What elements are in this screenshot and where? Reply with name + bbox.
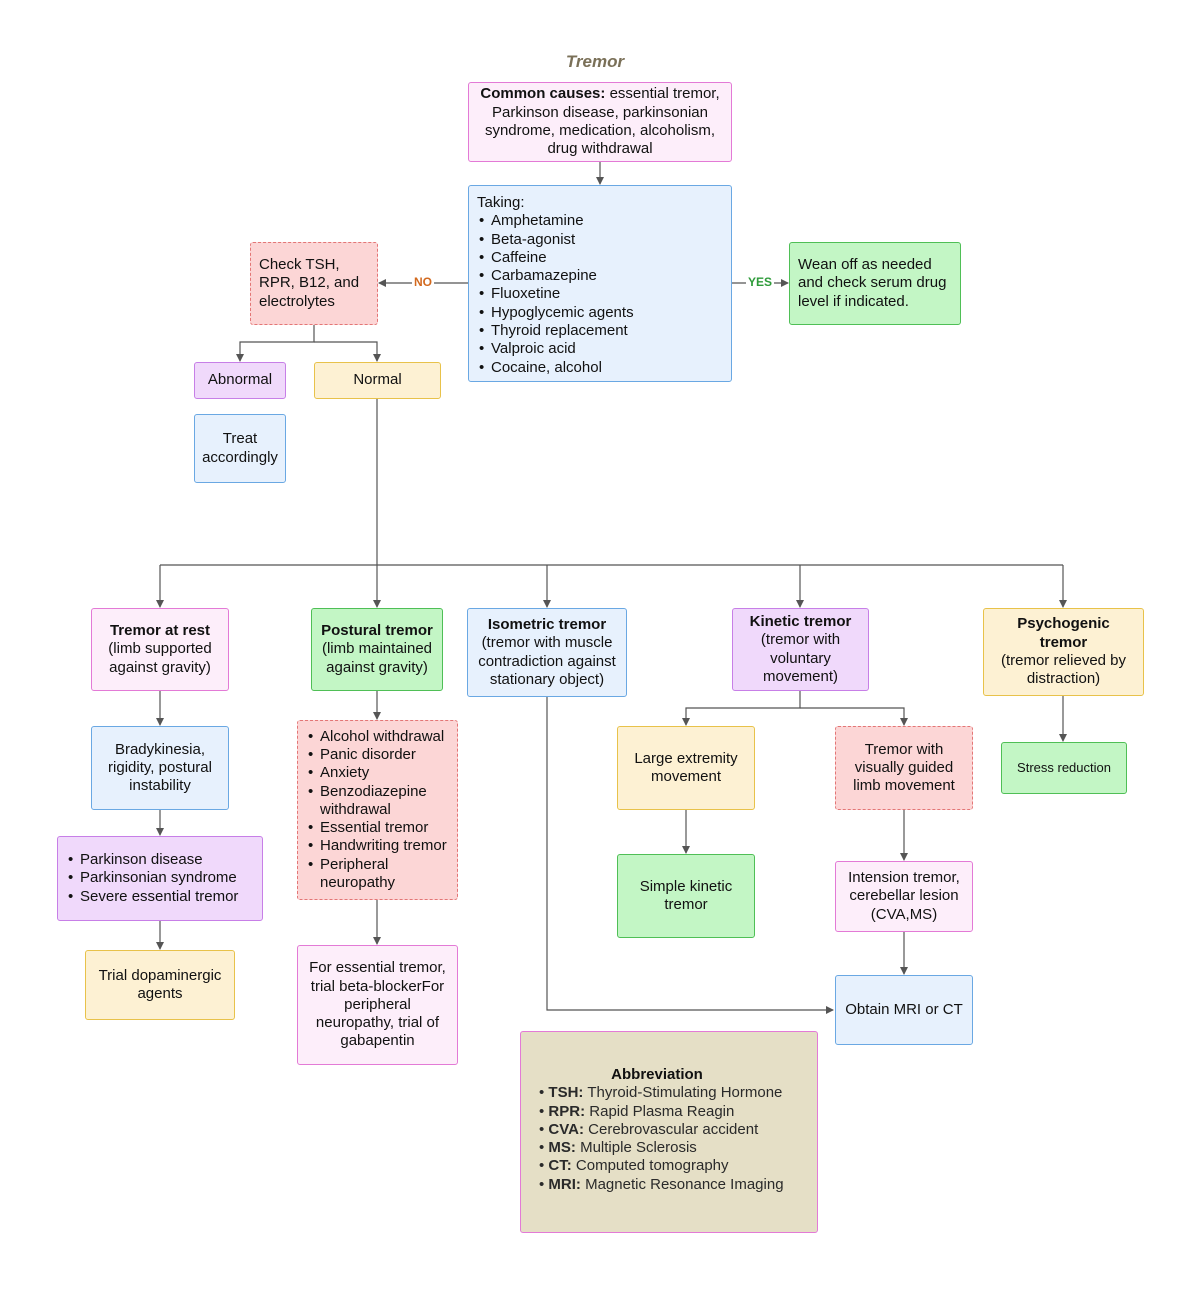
rest-signs-box: Bradykinesia, rigidity, postural instabi… <box>91 726 229 810</box>
list-item: Cocaine, alcohol <box>479 359 634 378</box>
psychogenic-tremor-box: Psychogenic tremor (tremor relieved by d… <box>983 608 1144 696</box>
large-extremity-box: Large extremity movement <box>617 726 755 810</box>
dopaminergic-box: Trial dopaminergic agents <box>85 950 235 1020</box>
simple-kinetic-text: Simple kinetic tremor <box>639 877 733 913</box>
stress-reduction-box: Stress reduction <box>1001 742 1127 794</box>
list-item: Carbamazepine <box>479 267 634 286</box>
list-item: Peripheral neuropathy <box>308 856 449 893</box>
common-causes-box: Common causes: essential tremor, Parkins… <box>468 82 732 162</box>
list-item: Hypoglycemic agents <box>479 304 634 323</box>
taking-heading: Taking: <box>477 194 525 211</box>
abbreviation-item: • MS: Multiple Sclerosis <box>539 1139 697 1157</box>
list-item: Severe essential tremor <box>68 888 238 907</box>
abbr-def: Cerebrovascular accident <box>588 1120 759 1138</box>
kinetic-tremor-box: Kinetic tremor (tremor with voluntary mo… <box>732 608 869 691</box>
treat-accordingly-box: Treat accordingly <box>194 414 286 483</box>
list-item: Benzodiazepine withdrawal <box>308 783 449 820</box>
abbr-term: RPR: <box>548 1102 586 1120</box>
list-item: Panic disorder <box>308 746 449 765</box>
isometric-sub: (tremor with muscle contradiction agains… <box>478 634 616 688</box>
abbr-def: Thyroid-Stimulating Hormone <box>587 1084 783 1102</box>
common-causes-body: essential tremor, Parkinson disease, par… <box>484 85 720 158</box>
postural-treatment-box: For essential tremor, trial beta-blocker… <box>297 945 458 1065</box>
abbr-term: MS: <box>548 1139 576 1157</box>
simple-kinetic-box: Simple kinetic tremor <box>617 854 755 938</box>
list-item: Handwriting tremor <box>308 837 449 856</box>
visually-guided-text: Tremor with visually guided limb movemen… <box>853 740 955 795</box>
list-item: Alcohol withdrawal <box>308 728 449 747</box>
kinetic-sub: (tremor with voluntary movement) <box>760 631 841 685</box>
postural-treatment-text: For essential tremor, trial beta-blocker… <box>309 959 446 1050</box>
stress-reduction-text: Stress reduction <box>1017 759 1111 775</box>
psychogenic-heading: Psychogenic tremor <box>1017 615 1110 651</box>
rest-sub: (limb supported against gravity) <box>108 640 212 676</box>
list-item: Essential tremor <box>308 819 449 838</box>
tremor-at-rest-box: Tremor at rest (limb supported against g… <box>91 608 229 691</box>
rest-signs-text: Bradykinesia, rigidity, postural instabi… <box>108 740 212 795</box>
abbr-def: Magnetic Resonance Imaging <box>585 1175 784 1193</box>
abbr-def: Computed tomography <box>575 1157 729 1175</box>
obtain-mri-text: Obtain MRI or CT <box>845 1000 963 1018</box>
postural-tremor-box: Postural tremor (limb maintained against… <box>311 608 443 691</box>
abbreviation-item: • MRI: Magnetic Resonance Imaging <box>539 1175 784 1193</box>
abbreviation-item: • RPR: Rapid Plasma Reagin <box>539 1102 735 1120</box>
abbr-def: Rapid Plasma Reagin <box>589 1102 735 1120</box>
list-item: Anxiety <box>308 764 449 783</box>
postural-causes-list: Alcohol withdrawal Panic disorder Anxiet… <box>306 728 449 893</box>
postural-sub: (limb maintained against gravity) <box>321 640 433 676</box>
wean-off-box: Wean off as needed and check serum drug … <box>789 242 961 325</box>
check-tsh-box: Check TSH, RPR, B12, and electrolytes <box>250 242 378 325</box>
treat-text: Treat accordingly <box>202 430 278 466</box>
obtain-mri-box: Obtain MRI or CT <box>835 975 973 1045</box>
abnormal-text: Abnormal <box>207 371 273 389</box>
rest-heading: Tremor at rest <box>109 622 211 640</box>
wean-off-text: Wean off as needed and check serum drug … <box>798 256 947 310</box>
psychogenic-sub: (tremor relieved by distraction) <box>1000 652 1127 688</box>
abbr-term: MRI: <box>548 1175 581 1193</box>
abbr-def: Multiple Sclerosis <box>580 1139 697 1157</box>
abbr-term: CVA: <box>548 1120 584 1138</box>
abbreviation-item: • CT: Computed tomography <box>539 1157 729 1175</box>
intension-text: Intension tremor, cerebellar lesion (CVA… <box>848 869 960 923</box>
kinetic-heading: Kinetic tremor <box>749 612 852 630</box>
check-tsh-text: Check TSH, RPR, B12, and electrolytes <box>259 256 360 310</box>
list-item: Caffeine <box>479 249 634 268</box>
list-item: Fluoxetine <box>479 285 634 304</box>
abbr-term: CT: <box>548 1157 572 1175</box>
abbreviation-list: • TSH: Thyroid-Stimulating Hormone • RPR… <box>529 1084 784 1194</box>
abbreviation-box: Abbreviation • TSH: Thyroid-Stimulating … <box>520 1031 818 1233</box>
rest-causes-box: Parkinson disease Parkinsonian syndrome … <box>57 836 263 921</box>
list-item: Valproic acid <box>479 340 634 359</box>
list-item: Parkinsonian syndrome <box>68 869 238 888</box>
list-item: Beta-agonist <box>479 231 634 250</box>
dopaminergic-text: Trial dopaminergic agents <box>98 966 222 1002</box>
common-causes-heading: Common causes: <box>480 85 606 103</box>
postural-heading: Postural tremor <box>321 622 433 640</box>
taking-medications-box: Taking: Amphetamine Beta-agonist Caffein… <box>468 185 732 382</box>
postural-causes-box: Alcohol withdrawal Panic disorder Anxiet… <box>297 720 458 900</box>
abnormal-box: Abnormal <box>194 362 286 399</box>
normal-box: Normal <box>314 362 441 399</box>
abbreviation-heading: Abbreviation <box>611 1066 703 1083</box>
isometric-heading: Isometric tremor <box>487 615 607 633</box>
common-causes-text: Common causes: essential tremor, Parkins… <box>477 85 723 158</box>
large-extremity-text: Large extremity movement <box>634 749 738 785</box>
rest-causes-list: Parkinson disease Parkinsonian syndrome … <box>66 851 238 906</box>
medication-list: Amphetamine Beta-agonist Caffeine Carbam… <box>477 212 634 377</box>
normal-text: Normal <box>353 371 402 389</box>
abbr-term: TSH: <box>548 1084 584 1102</box>
abbreviation-item: • CVA: Cerebrovascular accident <box>539 1120 759 1138</box>
edge-label-no: NO <box>412 275 434 289</box>
list-item: Thyroid replacement <box>479 322 634 341</box>
visually-guided-box: Tremor with visually guided limb movemen… <box>835 726 973 810</box>
list-item: Parkinson disease <box>68 851 238 870</box>
list-item: Amphetamine <box>479 212 634 231</box>
diagram-title: Tremor <box>565 52 625 71</box>
isometric-tremor-box: Isometric tremor (tremor with muscle con… <box>467 608 627 697</box>
abbreviation-item: • TSH: Thyroid-Stimulating Hormone <box>539 1084 783 1102</box>
edge-label-yes: YES <box>746 275 775 289</box>
intension-tremor-box: Intension tremor, cerebellar lesion (CVA… <box>835 861 973 932</box>
